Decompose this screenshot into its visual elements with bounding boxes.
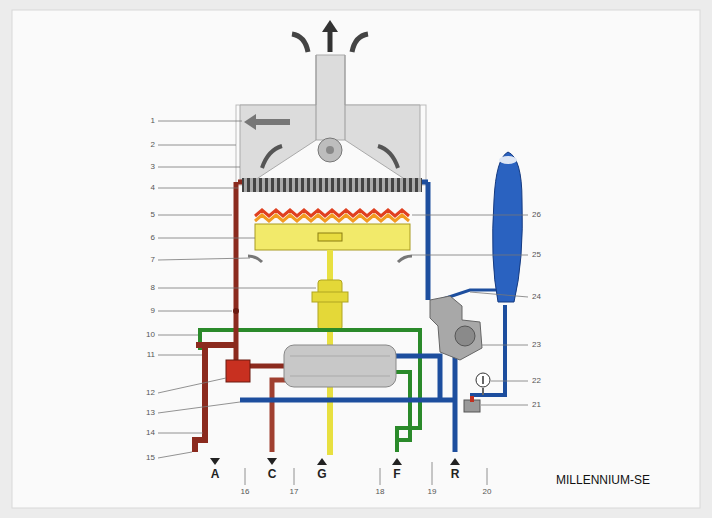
callout-number: 10: [146, 331, 155, 339]
callout-number: 8: [151, 284, 155, 292]
callout-number: 5: [151, 211, 155, 219]
callout-number: 1: [151, 117, 155, 125]
callout-number: 7: [151, 256, 155, 264]
callout-number: 21: [532, 401, 541, 409]
callout-number: 22: [532, 377, 541, 385]
connection-letter: F: [393, 468, 400, 480]
callout-number: 14: [146, 429, 155, 437]
callout-number: 19: [428, 488, 437, 496]
connection-letter: G: [317, 468, 326, 480]
callout-number: 15: [146, 454, 155, 462]
callout-number: 16: [241, 488, 250, 496]
callout-number: 3: [151, 163, 155, 171]
callout-number: 24: [532, 293, 541, 301]
model-name: MILLENNIUM-SE: [556, 474, 650, 486]
callout-number: 4: [151, 184, 155, 192]
callout-number: 26: [532, 211, 541, 219]
callout-number: 6: [151, 234, 155, 242]
callout-number: 18: [376, 488, 385, 496]
callout-number: 12: [146, 389, 155, 397]
connection-letter: C: [268, 468, 277, 480]
connection-letter: A: [211, 468, 220, 480]
callout-number: 17: [290, 488, 299, 496]
callout-number: 2: [151, 141, 155, 149]
callout-number: 11: [147, 351, 155, 359]
callout-number: 25: [532, 251, 541, 259]
callout-number: 9: [151, 307, 155, 315]
connection-letter: R: [451, 468, 460, 480]
callout-number: 13: [146, 409, 155, 417]
callout-number: 20: [483, 488, 492, 496]
callout-number: 23: [532, 341, 541, 349]
